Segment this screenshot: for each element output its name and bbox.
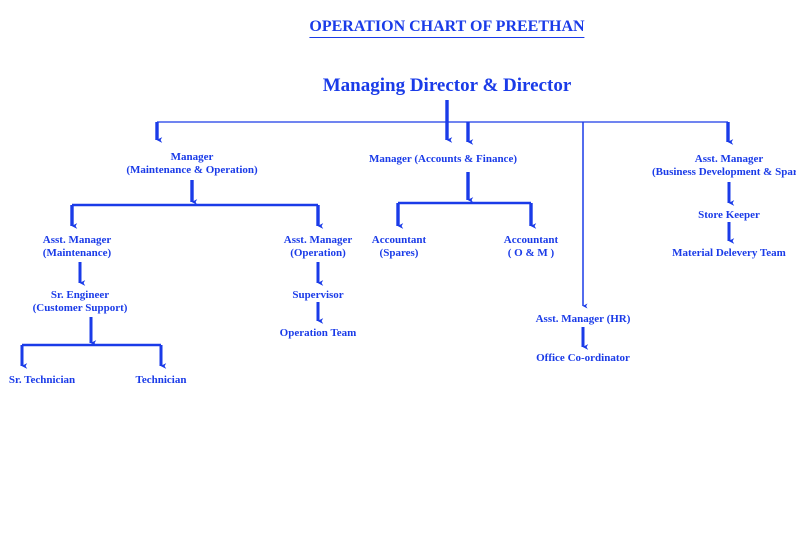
- node-label-line-1: Sr. Technician: [8, 374, 76, 386]
- node-label-line-1: Manager (Accounts & Finance): [369, 153, 517, 165]
- node-label-line-1: Operation Team: [279, 327, 357, 339]
- node-label-line-1: Accountant: [371, 234, 427, 246]
- node-label-line-2: (Customer Support): [32, 301, 128, 314]
- node-sr-technician: Sr. Technician: [9, 374, 75, 387]
- node-manager-maintenance-operation: Manager (Maintenance & Operation): [126, 151, 257, 177]
- node-store-keeper: Store Keeper: [698, 209, 760, 222]
- node-asst-manager-maintenance: Asst. Manager (Maintenance): [43, 234, 111, 260]
- chart-title: OPERATION CHART OF PREETHAN: [309, 18, 585, 38]
- node-label-line-1: Manager: [170, 151, 214, 163]
- node-label-line-1: Supervisor: [292, 289, 344, 301]
- node-label-line-2: (Maintenance): [42, 246, 112, 259]
- node-accountant-o-and-m: Accountant ( O & M ): [504, 234, 558, 260]
- node-sr-engineer-customer-support: Sr. Engineer (Customer Support): [33, 289, 128, 315]
- node-label-line-1: Office Co-ordinator: [536, 352, 630, 364]
- node-managing-director: Managing Director & Director: [322, 75, 572, 96]
- node-manager-accounts-finance: Manager (Accounts & Finance): [369, 153, 517, 166]
- node-label-line-2: (Operation): [290, 246, 346, 259]
- node-operation-team: Operation Team: [280, 327, 357, 340]
- node-label-line-2: ( O & M ): [507, 246, 555, 259]
- node-accountant-spares: Accountant (Spares): [372, 234, 426, 260]
- node-label-line-1: Sr. Engineer: [50, 289, 110, 301]
- node-label-line-1: Asst. Manager: [42, 234, 112, 246]
- node-label-line-2: (Spares): [379, 246, 419, 259]
- node-label-line-1: Asst. Manager (HR): [535, 313, 631, 325]
- node-asst-manager-business-development-spare: Asst. Manager (Business Development & Sp…: [652, 153, 796, 179]
- node-technician: Technician: [136, 374, 187, 387]
- node-label-line-1: Accountant: [503, 234, 559, 246]
- node-label-line-1: Store Keeper: [698, 209, 760, 221]
- node-material-delevery-team: Material Delevery Team: [672, 247, 786, 260]
- node-label-line-1: Asst. Manager: [283, 234, 353, 246]
- node-label-line-2: (Business Development & Spare): [651, 165, 796, 178]
- node-label-line-1: Material Delevery Team: [672, 247, 786, 259]
- node-asst-manager-operation: Asst. Manager (Operation): [284, 234, 352, 260]
- node-label-line-1: Technician: [135, 374, 187, 386]
- node-label-line-1: Asst. Manager: [694, 153, 764, 165]
- node-office-coordinator: Office Co-ordinator: [536, 352, 630, 365]
- node-label-line-2: (Maintenance & Operation): [126, 163, 258, 176]
- node-asst-manager-hr: Asst. Manager (HR): [536, 313, 631, 326]
- node-supervisor: Supervisor: [292, 289, 343, 302]
